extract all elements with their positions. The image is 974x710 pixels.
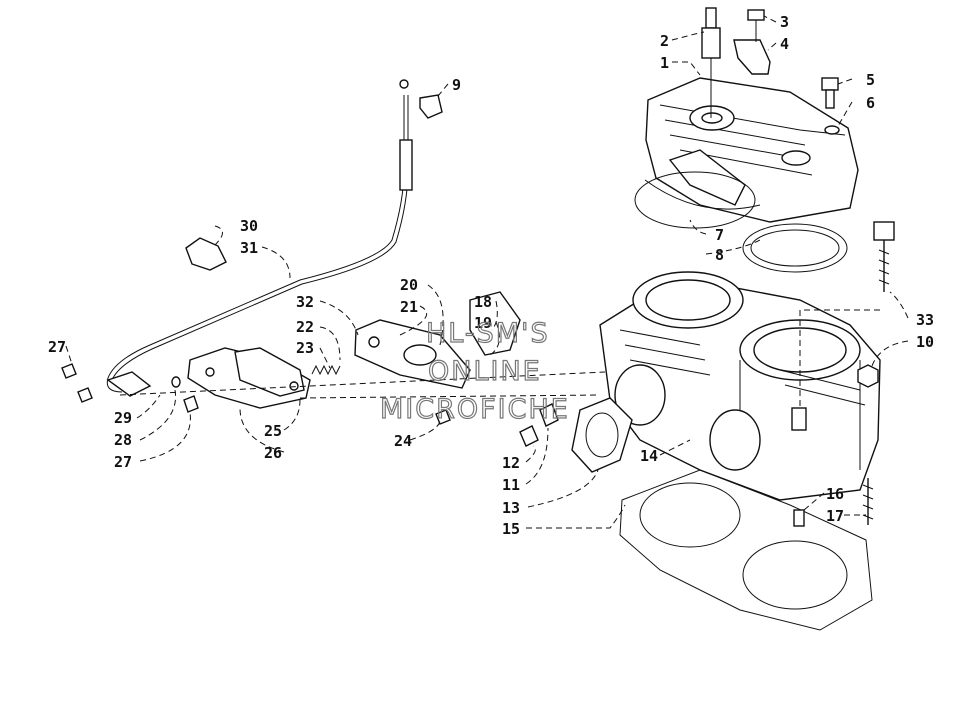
watermark: HL-SM'S ONLINE MICROFICHE [379, 317, 570, 425]
callout-27-bottom: 27 [114, 453, 132, 471]
exhaust-gasket [571, 397, 633, 473]
callout-22: 22 [296, 318, 314, 336]
watermark-line-3: MICROFICHE [380, 394, 570, 425]
cable-bracket [106, 371, 152, 397]
base-gasket [619, 469, 873, 631]
cylinder-bolt [873, 221, 895, 292]
callout-18: 18 [474, 293, 492, 311]
cable-end [399, 139, 413, 191]
watermark-line-1: HL-SM'S [426, 318, 550, 349]
valve-bolt [435, 409, 451, 425]
valve-housing [354, 319, 471, 389]
callout-28: 28 [114, 431, 132, 449]
callout-31: 31 [240, 239, 258, 257]
callout-20: 20 [400, 276, 418, 294]
head-bolt [747, 9, 765, 42]
callout-16: 16 [826, 485, 844, 503]
callout-21: 21 [400, 298, 418, 316]
callout-30: 30 [240, 217, 258, 235]
callout-26: 26 [264, 444, 282, 462]
cable-clip [419, 94, 443, 119]
washer [824, 125, 840, 135]
head-gasket [742, 223, 848, 273]
callout-8: 8 [715, 246, 724, 264]
exhaust-gasket [585, 412, 619, 458]
callout-9: 9 [452, 76, 461, 94]
callout-10: 10 [916, 333, 934, 351]
callout-1: 1 [660, 54, 669, 72]
cable [111, 95, 409, 381]
cable-end [399, 79, 409, 89]
callout-2: 2 [660, 32, 669, 50]
callout-32: 32 [296, 293, 314, 311]
screw [61, 363, 77, 379]
spring [311, 364, 341, 376]
head-bolt [821, 77, 839, 109]
cylinder-head [644, 77, 859, 223]
leader-lines [65, 15, 909, 529]
callout-3: 3 [780, 13, 789, 31]
stud [862, 478, 874, 525]
callout-29: 29 [114, 409, 132, 427]
callout-27-top: 27 [48, 338, 66, 356]
fitting [539, 403, 559, 427]
screw [77, 387, 93, 403]
callout-25: 25 [264, 422, 282, 440]
callout-17: 17 [826, 507, 844, 525]
callout-11: 11 [502, 476, 520, 494]
cylinder-block [599, 271, 881, 501]
callout-labels: 1 2 3 4 5 6 7 8 9 10 11 12 13 14 15 16 1… [48, 13, 934, 538]
dowel-pin [793, 509, 805, 527]
callout-6: 6 [866, 94, 875, 112]
valve-cover [187, 347, 311, 409]
washer [171, 376, 181, 388]
spark-plug [701, 7, 721, 118]
callout-24: 24 [394, 432, 412, 450]
cable [106, 95, 405, 393]
fitting [519, 425, 539, 447]
screw [183, 395, 199, 413]
base-gasket [639, 482, 741, 548]
watermark-line-2: ONLINE [428, 356, 542, 387]
callout-14: 14 [640, 447, 658, 465]
callout-5: 5 [866, 71, 875, 89]
callout-7: 7 [715, 226, 724, 244]
callout-4: 4 [780, 35, 789, 53]
callout-19: 19 [474, 314, 492, 332]
cable-clamp [185, 237, 227, 271]
callout-15: 15 [502, 520, 520, 538]
callout-13: 13 [502, 499, 520, 517]
head-gasket [750, 229, 840, 267]
base-gasket [742, 540, 848, 610]
callout-33: 33 [916, 311, 934, 329]
valve-bracket [469, 291, 521, 356]
callout-12: 12 [502, 454, 520, 472]
nut [857, 364, 879, 388]
mounting-bracket [733, 39, 771, 75]
callout-23: 23 [296, 339, 314, 357]
